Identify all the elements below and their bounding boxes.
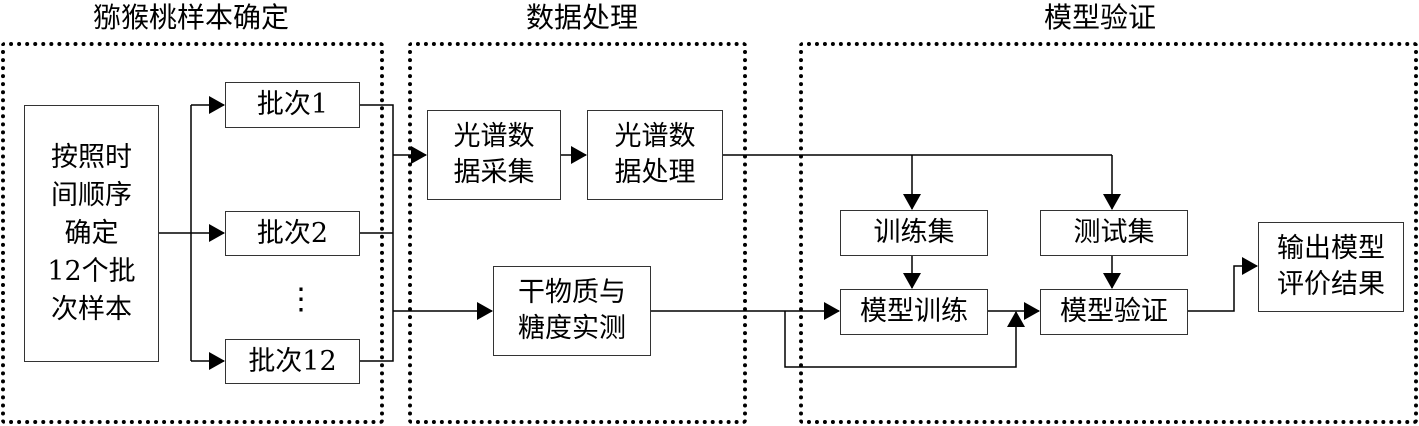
node-order-line-2: 间顺序 xyxy=(50,179,132,211)
node-batch-2: 批次2 xyxy=(225,211,360,256)
node-spectral-processing-line-2: 据处理 xyxy=(614,157,696,188)
node-spectral-collection: 光谱数 据采集 xyxy=(427,110,561,200)
edge-batch12-merge xyxy=(359,233,394,362)
group-title-sample: 猕猴桃样本确定 xyxy=(92,1,289,34)
batch-ellipsis: ⋮ xyxy=(286,282,316,317)
edge-batch1-merge xyxy=(359,104,394,233)
node-measure-line-1: 干物质与 xyxy=(518,277,626,308)
node-test-set: 测试集 xyxy=(1040,210,1188,256)
group-title-validation: 模型验证 xyxy=(1043,1,1156,34)
node-order-line-1: 按照时 xyxy=(50,141,132,173)
node-measure-line-2: 糖度实测 xyxy=(518,313,626,344)
node-output-evaluation: 输出模型 评价结果 xyxy=(1258,222,1404,312)
group-validation xyxy=(799,42,1418,424)
node-spectral-collection-line-1: 光谱数 xyxy=(453,121,535,152)
node-spectral-collection-line-2: 据采集 xyxy=(453,157,535,188)
node-spectral-processing: 光谱数 据处理 xyxy=(587,110,723,200)
node-model-training: 模型训练 xyxy=(840,289,988,335)
node-order-line-4: 12个批 xyxy=(47,255,136,287)
node-spectral-processing-line-1: 光谱数 xyxy=(614,121,696,152)
group-processing xyxy=(408,42,747,424)
node-batch-1: 批次1 xyxy=(225,82,360,128)
edge-validate-output xyxy=(1187,257,1258,312)
group-title-processing: 数据处理 xyxy=(525,1,638,34)
node-output-line-1: 输出模型 xyxy=(1277,233,1385,264)
node-order-line-3: 确定 xyxy=(64,217,119,249)
node-dry-matter-sugar-measurement: 干物质与 糖度实测 xyxy=(493,266,651,356)
node-batch-12: 批次12 xyxy=(225,339,360,384)
node-model-validation: 模型验证 xyxy=(1040,289,1188,335)
edge-measure-validate-loop xyxy=(784,311,1025,368)
node-training-set: 训练集 xyxy=(840,210,988,256)
node-order-line-5: 次样本 xyxy=(50,293,132,325)
node-order-batches: 按照时 间顺序 确定 12个批 次样本 xyxy=(24,105,159,362)
node-output-line-2: 评价结果 xyxy=(1277,269,1385,300)
